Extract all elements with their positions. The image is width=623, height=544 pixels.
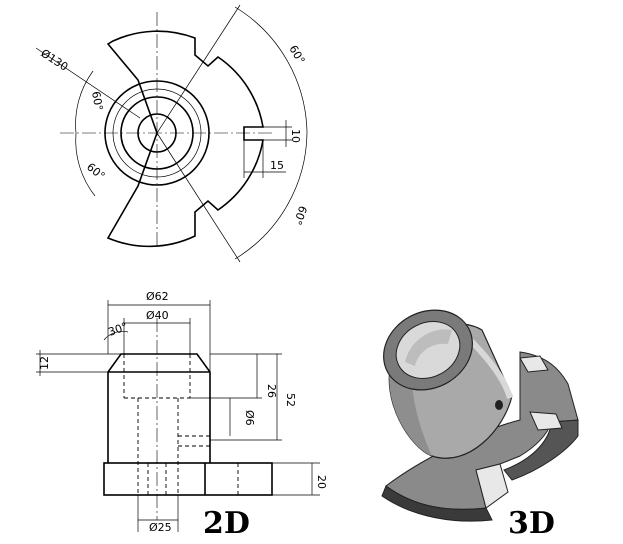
dim-slot-width: 10	[289, 129, 302, 143]
dim-dia62: Ø62	[146, 290, 169, 303]
hub-mid-circle	[120, 96, 194, 170]
sector-edge-lower	[107, 185, 139, 239]
dim-20: 20	[315, 475, 328, 489]
angle-arc-upper-right	[234, 6, 308, 134]
dim-angle-upper-right: 60°	[286, 43, 307, 66]
hub-highlight	[467, 337, 513, 399]
dim-chamfer: 30°	[107, 320, 130, 339]
isometric-view	[381, 309, 579, 522]
flange-outline-front	[103, 462, 273, 496]
dim-dia130: Ø130	[38, 47, 70, 74]
flange-slot-top	[519, 355, 549, 373]
angle-arc-lower-left	[75, 132, 96, 197]
dim-angle-lower-right: 60°	[291, 204, 310, 227]
hub-outer-circle	[104, 80, 210, 186]
bore-inner-shade	[405, 329, 452, 366]
sector-edge-upper	[107, 43, 139, 81]
top-view: Ø130 60° 60° 60° 60° 10 15	[35, 4, 310, 263]
front-view: Ø62 Ø40 30° 12 26 52 Ø6 20	[36, 290, 328, 534]
label-3d: 3D	[508, 506, 555, 540]
label-2d: 2D	[203, 506, 250, 540]
flange-side-surface	[381, 485, 493, 522]
hub-chamfer-circle	[112, 88, 202, 178]
dim-dia6: Ø6	[243, 410, 256, 426]
dim-angle-lower-left: 60°	[84, 160, 107, 182]
pin-hole	[495, 400, 503, 410]
dim-12: 12	[38, 356, 51, 370]
angle-arc-lower-right	[234, 132, 308, 260]
hub-outline	[107, 353, 211, 463]
dia130-leader	[35, 47, 141, 119]
angle-extension-lower	[156, 132, 241, 263]
dim-dia25: Ø25	[149, 521, 172, 534]
dim-52: 52	[284, 393, 297, 407]
angle-extension-upper	[156, 4, 241, 134]
dim-angle-upper-left: 60°	[89, 90, 105, 111]
chamfer-angle-arc	[103, 331, 129, 341]
angle-arc-upper-left	[75, 70, 94, 134]
dim-dia40: Ø40	[146, 309, 169, 322]
bore-circle	[137, 113, 177, 153]
flange-slot-front	[475, 463, 509, 509]
flange-right-side	[503, 419, 579, 481]
flange-slot-right	[529, 411, 563, 431]
dim-26: 26	[265, 384, 278, 398]
dim-slot-depth: 15	[270, 159, 284, 172]
flange-outline	[106, 30, 264, 248]
